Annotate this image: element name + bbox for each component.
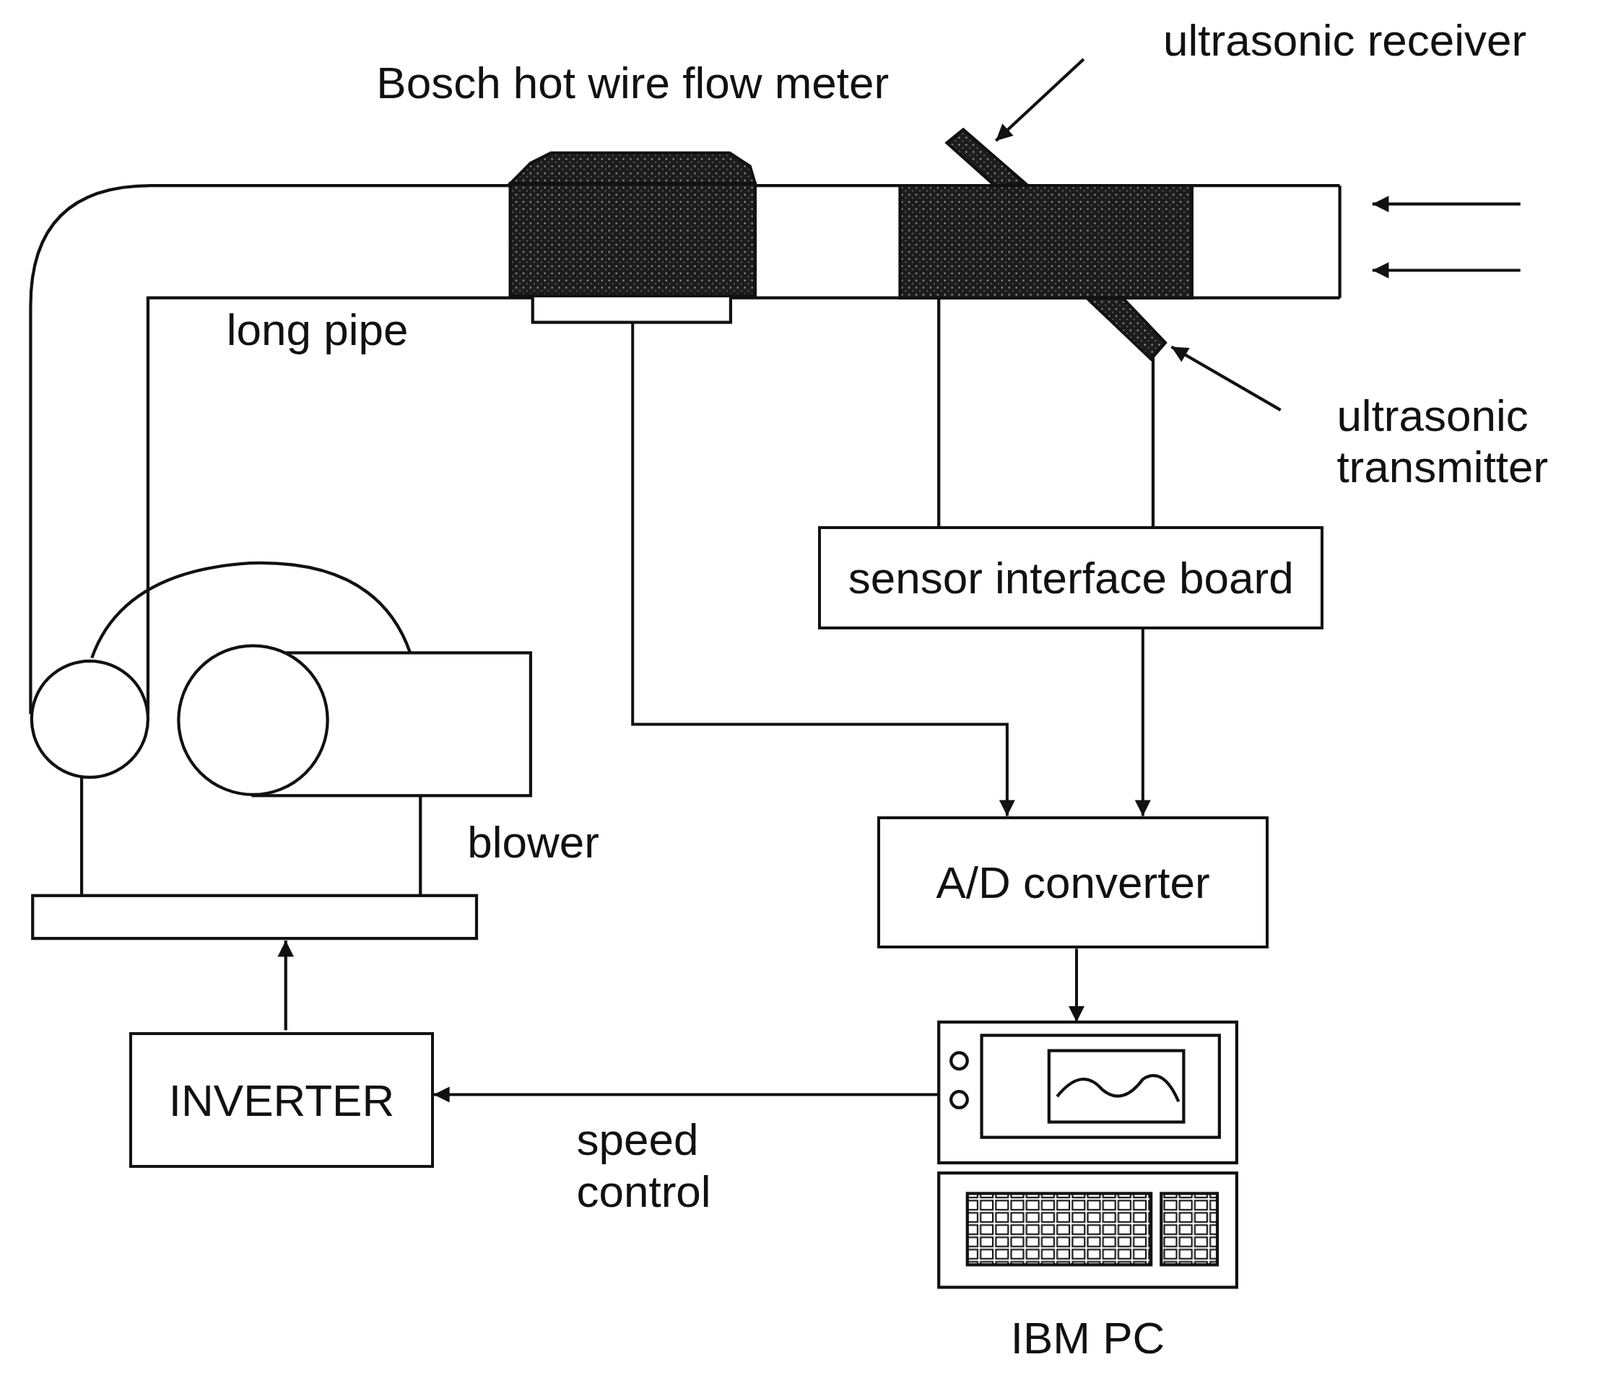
edge-label: speed control <box>576 1114 743 1218</box>
pc-monitor <box>938 1022 1237 1164</box>
blower-motor-end <box>178 646 328 795</box>
pc-keys <box>967 1193 1151 1265</box>
drive-arrow <box>284 940 288 1031</box>
flow-meter-top <box>510 153 756 184</box>
node-text: INVERTER <box>168 1075 395 1127</box>
inverter-box: INVERTER <box>129 1032 434 1169</box>
converter-box: A/D converter <box>877 816 1268 950</box>
pc-screen <box>1049 1051 1185 1123</box>
node-text: sensor interface board <box>848 552 1294 604</box>
part-label: blower <box>467 816 600 868</box>
node-text: Bosch hot wire flow meter <box>376 57 889 109</box>
pc-keypad <box>1161 1193 1218 1265</box>
node-text: A/D converter <box>936 857 1211 909</box>
pc-keyboard <box>938 1173 1237 1288</box>
flow-arrow <box>1372 202 1521 206</box>
flow-meter: Bosch hot wire flow meter <box>358 57 907 323</box>
wire <box>1151 355 1155 527</box>
blower-stand <box>80 777 84 897</box>
pc-knob <box>950 1091 968 1109</box>
part-label: long pipe <box>226 303 409 356</box>
signal-arrow <box>433 1093 940 1097</box>
ultrasonic-receiver <box>947 129 1026 186</box>
signal-arrow <box>1075 948 1078 1023</box>
leader-arrow <box>1171 346 1281 411</box>
ultrasonic-transmitter <box>1086 298 1166 360</box>
leader-arrow <box>995 59 1084 141</box>
pipe-inlet <box>1337 185 1341 298</box>
part-label: ultrasonic transmitter <box>1336 389 1575 494</box>
flow-meter-body <box>510 183 756 296</box>
blower-stand <box>418 795 422 896</box>
blower-outlet <box>31 661 149 778</box>
sensor-section <box>900 185 1193 298</box>
pc-waveform <box>1057 1075 1179 1102</box>
interface-box: sensor interface board <box>818 526 1324 630</box>
node-text: IBM PC <box>1010 1312 1166 1364</box>
blower-housing <box>91 563 411 659</box>
part-label: ultrasonic receiver <box>1163 14 1527 66</box>
pc-screen-frame <box>981 1035 1220 1138</box>
signal-arrow <box>1141 629 1145 817</box>
computer: IBM PC <box>938 1022 1237 1364</box>
wire <box>937 298 941 528</box>
pc-knob <box>950 1052 968 1070</box>
blower-base <box>32 896 477 939</box>
flow-meter-base <box>532 296 731 323</box>
flow-arrow <box>1372 268 1521 272</box>
